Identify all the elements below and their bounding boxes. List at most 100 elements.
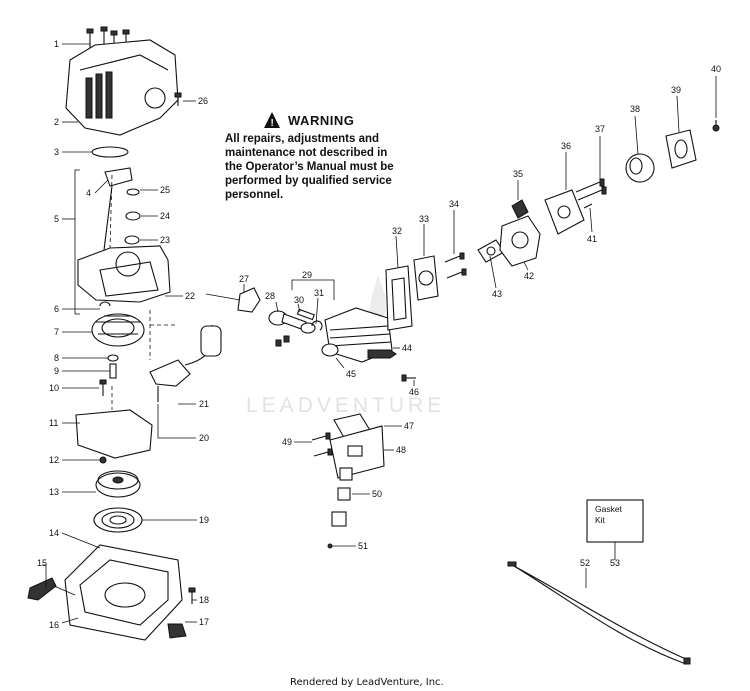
callout-20: 20 [199,433,209,443]
part-49-screws [311,432,333,457]
callout-17: 17 [199,617,209,627]
part-24-bearing [125,211,141,221]
gasket-kit-box: Gasket Kit [586,499,644,560]
callout-28: 28 [265,291,275,301]
part-23-bearing [124,235,140,245]
callout-19: 19 [199,515,209,525]
callout-51: 51 [358,541,368,551]
callout-7: 7 [54,327,59,337]
part-40-screw [712,120,720,132]
part-7-flywheel [91,313,145,347]
part-2-cylinder-cover [65,39,179,136]
watermark-text: LEADVENTURE [246,394,445,417]
part-28-bearing-pins [275,335,290,347]
callout-30: 30 [294,295,304,305]
callout-23: 23 [160,235,170,245]
callout-2: 2 [54,117,59,127]
callout-33: 33 [419,214,429,224]
callout-47: 47 [404,421,414,431]
part-3-o-ring [91,146,129,158]
warning-line-4: performed by qualified service [225,175,392,187]
warning-line-2: maintenance not described in [225,147,387,159]
warning-line-1: All repairs, adjustments and [225,133,379,145]
part-32-insulator [385,265,413,331]
part-25-washer [126,188,140,196]
callout-21: 21 [199,399,209,409]
callout-22: 22 [185,291,195,301]
part-21-ignition-module [149,324,222,402]
callout-41: 41 [587,234,597,244]
part-51-clip [327,543,333,549]
callout-numbers: 1 2 3 4 5 6 7 8 9 10 11 12 13 14 15 16 1… [37,39,721,630]
callout-49: 49 [282,437,292,447]
warning-line-3: the Operator’s Manual must be [225,161,394,173]
callout-10: 10 [49,383,59,393]
part-19-rewind-spring [93,507,143,533]
callout-42: 42 [524,271,534,281]
callout-6: 6 [54,304,59,314]
callout-29: 29 [302,270,312,280]
part-46-screw [401,374,416,382]
callout-8: 8 [54,353,59,363]
part-8-washer [107,354,119,362]
callout-44: 44 [402,343,412,353]
part-37-screws [575,178,607,201]
part-26-screw [174,92,182,106]
callout-45: 45 [346,369,356,379]
callout-24: 24 [160,211,170,221]
part-33-intake-block [413,255,439,301]
part-44-spark-plug [367,349,397,359]
callout-25: 25 [160,185,170,195]
part-4-crankshaft [103,167,133,251]
gasket-kit-line-2: Kit [595,515,606,525]
part-27-gasket [237,287,261,313]
callout-4: 4 [86,188,91,198]
callout-43: 43 [492,289,502,299]
callout-1: 1 [54,39,59,49]
callout-27: 27 [239,274,249,284]
callout-32: 32 [392,226,402,236]
part-15-starter-handle [27,577,76,601]
callout-14: 14 [49,528,59,538]
callout-53: 53 [610,558,620,568]
callout-9: 9 [54,366,59,376]
part-11-starter-plate [75,409,153,459]
part-50-spark-arrestor [331,467,353,527]
callout-26: 26 [198,96,208,106]
callout-11: 11 [49,418,58,428]
callout-15: 15 [37,558,47,568]
warning-line-5: personnel. [225,189,283,201]
callout-16: 16 [49,620,59,630]
callout-35: 35 [513,169,523,179]
callout-48: 48 [396,445,406,455]
part-52-throttle-cable [507,561,691,665]
part-31-circlip [311,320,323,331]
part-45-cylinder [321,307,393,363]
callout-37: 37 [595,124,605,134]
callout-31: 31 [314,288,324,298]
part-22-crankcase [77,245,171,303]
part-41-clip [583,203,593,209]
callout-39: 39 [671,85,681,95]
callout-34: 34 [449,199,459,209]
svg-text:!: ! [271,118,274,129]
part-9-nut [109,363,117,379]
part-1-screws [86,26,130,50]
right-leader-lines [205,76,717,588]
callout-46: 46 [409,387,419,397]
part-17-grommet [167,623,187,639]
callout-52: 52 [580,558,590,568]
warning-triangle-icon [264,112,280,128]
callout-40: 40 [711,64,721,74]
footer-credit: Rendered by LeadVenture, Inc. [290,677,444,688]
part-13-starter-pulley [95,470,141,498]
part-12-screw [99,456,107,464]
part-35-primer-bulb [511,199,529,219]
part-30-piston-pin [296,308,315,321]
warning-notice: ! WARNING All repairs, adjustments and m… [225,112,394,201]
part-36-air-filter-base [544,189,585,235]
part-18-screw [188,587,196,604]
callout-38: 38 [630,104,640,114]
